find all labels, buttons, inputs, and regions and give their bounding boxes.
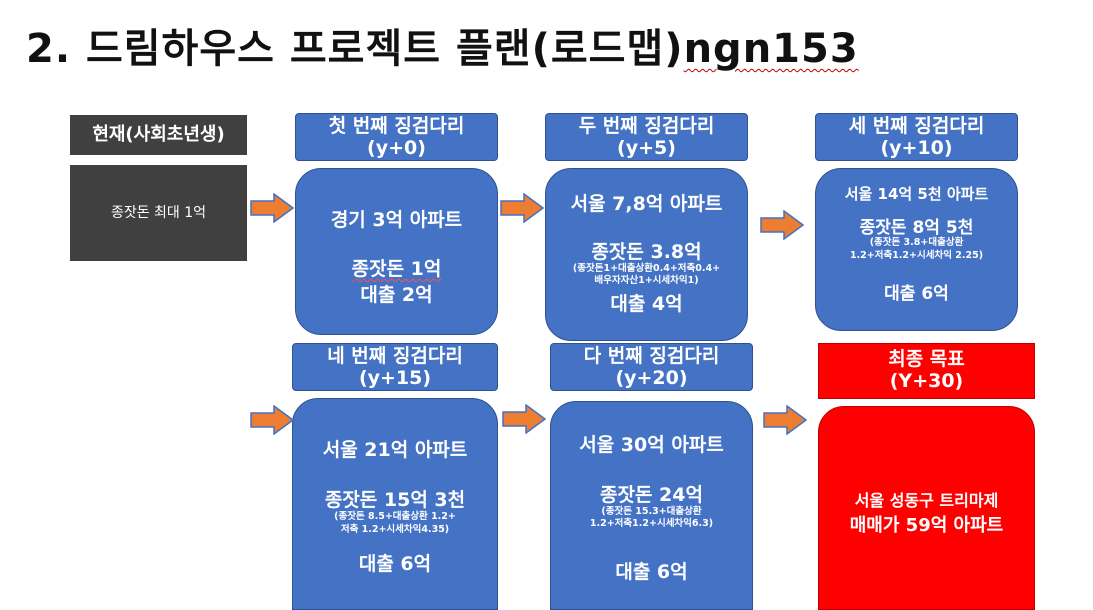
goal-line-2: 매매가 59억 아파트: [849, 515, 1004, 536]
goal-header-period: (Y+30): [889, 370, 964, 392]
stage5-header-period: (y+20): [615, 367, 688, 389]
stage5-header-title: 다 번째 징검다리: [583, 345, 720, 367]
right-arrow-icon: [250, 193, 294, 223]
stage1-card: 경기 3억 아파트 종잣돈 1억 대출 2억: [295, 168, 498, 335]
right-arrow-icon: [500, 193, 544, 223]
stage1-seed-text: 종잣돈 1억: [351, 258, 442, 280]
stage3-apartment: 서울 14억 5천 아파트: [844, 185, 989, 203]
stage1-seed: 종잣돈 1억: [296, 254, 497, 281]
stage5-detail-1: (종잣돈 15.3+대출상환: [601, 506, 702, 517]
page-title: 2. 드림하우스 프로젝트 플랜(로드맵)ngn153: [26, 16, 859, 74]
current-header: 현재(사회초년생): [70, 115, 247, 155]
stage2-detail-2: 배우자자산1+시세차익1): [594, 275, 699, 286]
stage3-detail-2: 1.2+저축1.2+시세차익 2.25): [849, 250, 984, 261]
stage5-header: 다 번째 징검다리 (y+20): [550, 343, 753, 391]
stage1-header-period: (y+0): [367, 137, 426, 159]
stage3-card: 서울 14억 5천 아파트 종잣돈 8억 5천 (종잣돈 3.8+대출상환 1.…: [815, 168, 1018, 331]
right-arrow-icon: [763, 405, 807, 435]
title-suffix: ngn153: [683, 26, 859, 72]
stage3-header-title: 세 번째 징검다리: [848, 115, 985, 137]
stage1-loan: 대출 2억: [360, 284, 433, 306]
stage1-apartment: 경기 3억 아파트: [330, 209, 463, 231]
stage1-header: 첫 번째 징검다리 (y+0): [295, 113, 498, 161]
stage2-header-title: 두 번째 징검다리: [578, 115, 715, 137]
goal-line-1: 서울 성동구 트리마제: [854, 491, 999, 510]
stage2-loan: 대출 4억: [610, 293, 683, 315]
stage2-detail-1: (종잣돈1+대출상환0.4+저축0.4+: [572, 263, 721, 274]
goal-header-title: 최종 목표: [888, 348, 965, 370]
stage4-header-title: 네 번째 징검다리: [327, 345, 463, 367]
stage3-header: 세 번째 징검다리 (y+10): [815, 113, 1018, 161]
goal-card: 서울 성동구 트리마제 매매가 59억 아파트: [818, 406, 1035, 610]
stage3-seed: 종잣돈 8억 5천: [859, 218, 974, 238]
goal-header: 최종 목표 (Y+30): [818, 343, 1035, 399]
stage2-card: 서울 7,8억 아파트 종잣돈 3.8억 (종잣돈1+대출상환0.4+저축0.4…: [545, 168, 748, 341]
stage2-apartment: 서울 7,8억 아파트: [570, 193, 723, 215]
stage4-header-period: (y+15): [358, 367, 432, 389]
stage1-header-title: 첫 번째 징검다리: [328, 115, 465, 137]
stage4-detail-2: 저축 1.2+시세차익4.35): [340, 524, 450, 535]
stage5-card: 서울 30억 아파트 종잣돈 24억 (종잣돈 15.3+대출상환 1.2+저축…: [550, 401, 753, 610]
stage2-seed: 종잣돈 3.8억: [591, 241, 702, 263]
right-arrow-icon: [502, 404, 546, 434]
stage5-loan: 대출 6억: [615, 561, 688, 583]
stage3-loan: 대출 6억: [884, 284, 949, 304]
stage4-card: 서울 21억 아파트 종잣돈 15억 3천 (종잣돈 8.5+대출상환 1.2+…: [292, 398, 498, 610]
stage2-header: 두 번째 징검다리 (y+5): [545, 113, 748, 161]
title-main: 2. 드림하우스 프로젝트 플랜(로드맵): [26, 26, 684, 72]
stage5-detail-2: 1.2+저축1.2+시세차익6.3): [589, 518, 714, 529]
stage3-detail-1: (종잣돈 3.8+대출상환: [869, 237, 964, 248]
stage4-loan: 대출 6억: [358, 553, 432, 575]
current-box: 종잣돈 최대 1억: [70, 165, 247, 261]
stage5-apartment: 서울 30억 아파트: [579, 434, 724, 456]
stage4-apartment: 서울 21억 아파트: [322, 439, 468, 461]
stage5-seed: 종잣돈 24억: [600, 484, 703, 506]
stage4-header: 네 번째 징검다리 (y+15): [292, 343, 498, 391]
stage3-header-period: (y+10): [880, 137, 953, 159]
right-arrow-icon: [250, 405, 294, 435]
stage4-detail-1: (종잣돈 8.5+대출상환 1.2+: [334, 511, 456, 522]
stage4-seed: 종잣돈 15억 3천: [324, 489, 466, 511]
right-arrow-icon: [760, 210, 804, 240]
stage2-header-period: (y+5): [617, 137, 676, 159]
